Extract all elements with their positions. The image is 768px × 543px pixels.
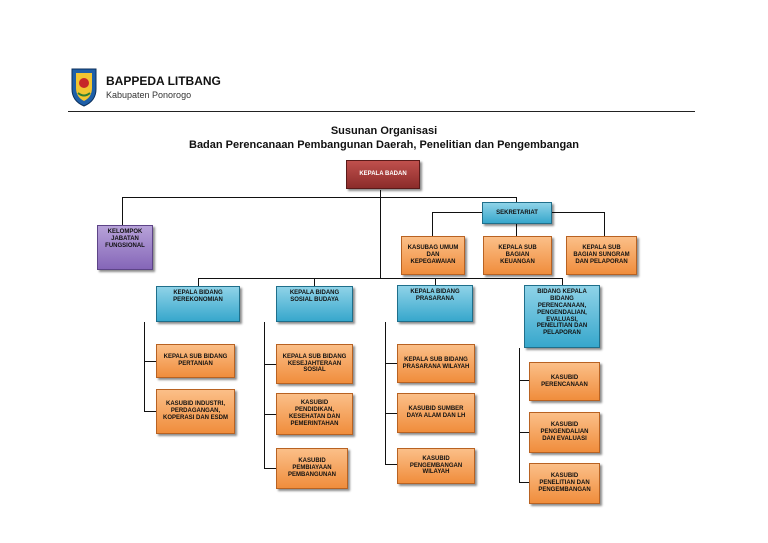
chart-subtitle: Badan Perencanaan Pembangunan Daerah, Pe… (189, 139, 579, 151)
bidang-perekonomian-box: KEPALA BIDANG PEREKONOMIAN (156, 286, 240, 322)
subbid-pendidikan-box: KASUBID PENDIDIKAN, KESEHATAN DAN PEMERI… (276, 393, 353, 435)
connector-line (198, 278, 562, 279)
connector-line (144, 322, 145, 412)
connector-line (264, 468, 276, 469)
bidang-sosial-budaya-box: KEPALA BIDANG SOSIAL BUDAYA (276, 286, 353, 322)
bidang-perencanaan-box: BIDANG KEPALA BIDANG PERENCANAAN, PENGEN… (524, 285, 600, 348)
connector-line (122, 197, 516, 198)
app-subtitle: Kabupaten Ponorogo (106, 90, 192, 100)
subbid-pertanian-box: KEPALA SUB BIDANG PERTANIAN (156, 344, 235, 378)
ponorogo-crest-logo (71, 68, 97, 107)
kelompok-fungsional-box: KELOMPOK JABATAN FUNGSIONAL (97, 225, 153, 270)
connector-line (604, 212, 605, 236)
connector-line (519, 482, 529, 483)
connector-line (264, 414, 276, 415)
kepala-badan-box: KEPALA BADAN (346, 160, 420, 189)
connector-line (385, 413, 397, 414)
connector-line (516, 197, 517, 202)
subbid-penelitian-box: KASUBID PENELITIAN DAN PENGEMBANGAN (529, 463, 600, 504)
chart-title: Susunan Organisasi (330, 125, 438, 137)
connector-line (385, 464, 397, 465)
subbid-kesejahteraan-box: KEPALA SUB BIDANG KESEJAHTERAAN SOSIAL (276, 344, 353, 384)
subbag-sungram-box: KEPALA SUB BAGIAN SUNGRAM DAN PELAPORAN (566, 236, 637, 275)
subbid-industri-box: KASUBID INDUSTRI, PERDAGANGAN, KOPERASI … (156, 389, 235, 434)
connector-line (122, 197, 123, 225)
sekretariat-box: SEKRETARIAT (482, 202, 552, 224)
subbid-sda-lh-box: KASUBID SUMBER DAYA ALAM DAN LH (397, 393, 475, 433)
connector-line (385, 322, 386, 465)
subbid-pengendalian-box: KASUBID PENGENDALIAN DAN EVALUASI (529, 412, 600, 453)
connector-line (380, 190, 381, 278)
connector-line (264, 322, 265, 469)
connector-line (562, 278, 563, 285)
connector-line (519, 380, 529, 381)
connector-line (385, 363, 397, 364)
connector-line (144, 411, 156, 412)
connector-line (435, 278, 436, 286)
subbag-umum-box: KASUBAG UMUM DAN KEPEGAWAIAN (401, 236, 465, 275)
header-divider (68, 111, 695, 112)
bidang-prasarana-box: KEPALA BIDANG PRASARANA (397, 285, 473, 322)
connector-line (314, 278, 315, 286)
subbag-keuangan-box: KEPALA SUB BAGIAN KEUANGAN (483, 236, 552, 275)
connector-line (519, 432, 529, 433)
subbid-perencanaan-box: KASUBID PERENCANAAN (529, 362, 600, 401)
connector-line (516, 224, 517, 236)
connector-line (519, 348, 520, 483)
subbid-pembiayaan-box: KASUBID PEMBIAYAAN PEMBANGUNAN (276, 448, 348, 489)
connector-line (432, 212, 433, 236)
connector-line (198, 278, 199, 286)
subbid-prasarana-wilayah-box: KEPALA SUB BIDANG PRASARANA WILAYAH (397, 344, 475, 383)
subbid-pengembangan-wilayah-box: KASUBID PENGEMBANGAN WILAYAH (397, 448, 475, 484)
connector-line (144, 361, 156, 362)
connector-line (264, 364, 276, 365)
app-title: BAPPEDA LITBANG (106, 74, 221, 88)
